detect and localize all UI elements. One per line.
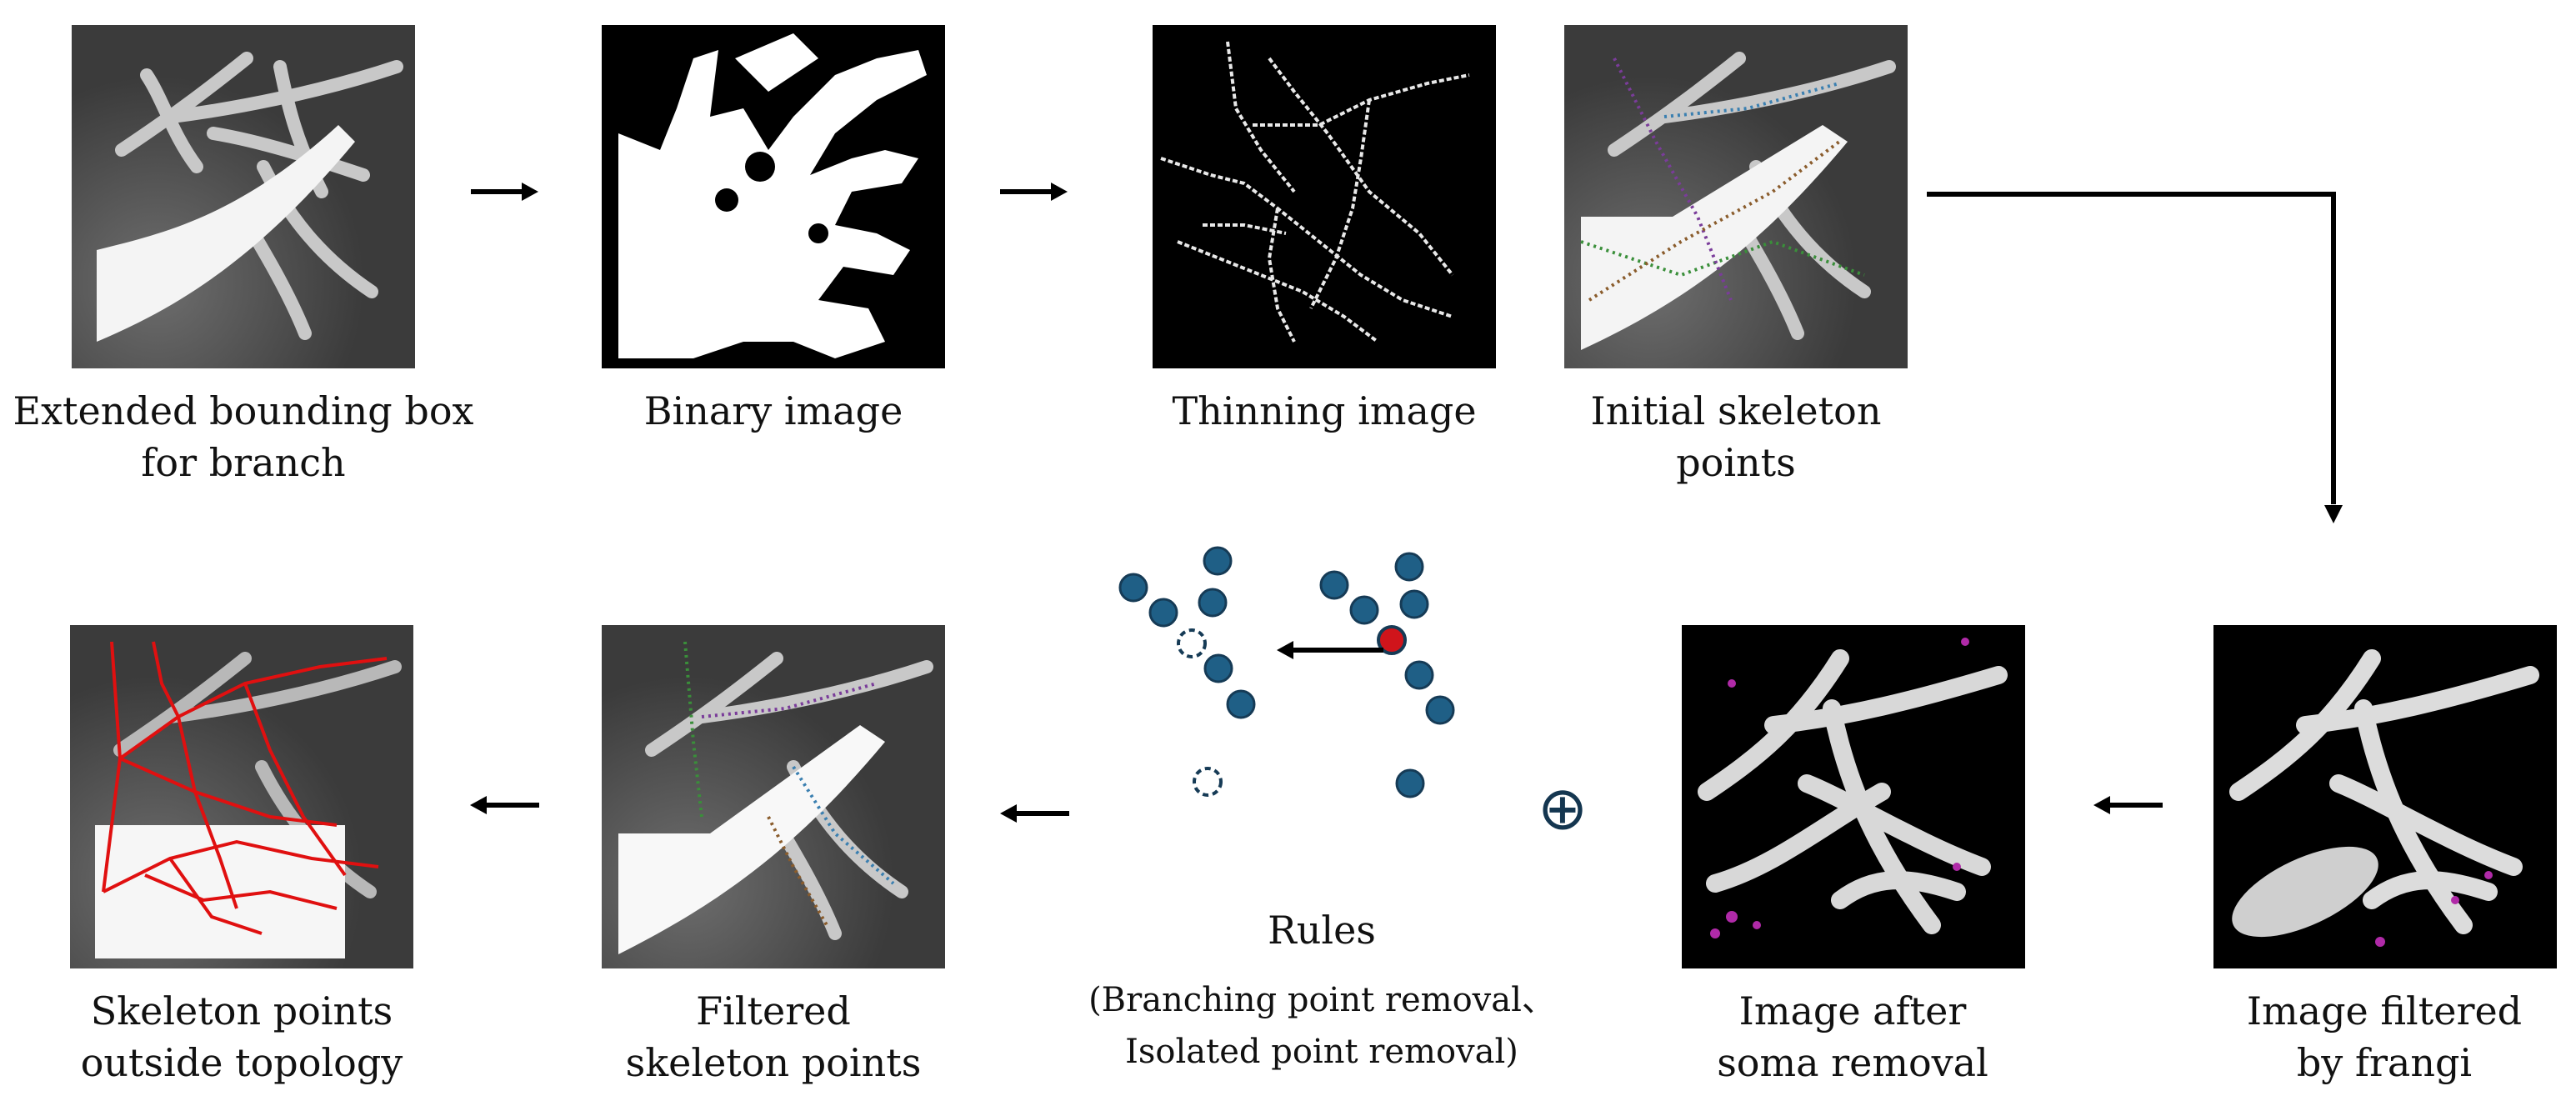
thinning-image: [1153, 25, 1496, 368]
filtered-skeleton-points-image: [602, 625, 945, 968]
skeleton-topology-lines: [102, 641, 388, 935]
binary-image: [602, 25, 945, 368]
rules-line-2: Isolated point removal): [1125, 1033, 1518, 1071]
caption-image-filtered-by-frangi: Image filtered by frangi: [2246, 988, 2523, 1085]
arrow-rules-before-to-after: [1277, 641, 1383, 659]
skeleton-points-outside-topology-image: [70, 625, 413, 968]
combine-symbol: ⊕: [1538, 773, 1588, 843]
arrow-frangi-to-soma: [2093, 796, 2163, 814]
arrow-initial-to-frangi: [1927, 192, 2343, 523]
arrow-filtered-to-outside: [470, 796, 539, 814]
caption-extended-bounding-box: Extended bounding box for branch: [13, 388, 474, 485]
caption-binary-image: Binary image: [643, 388, 903, 433]
caption-image-after-soma-removal: Image after soma removal: [1717, 988, 1988, 1085]
initial-skeleton-points-image: [1564, 25, 1908, 368]
branching-point-removed: [1377, 625, 1407, 655]
caption-initial-skeleton-points: Initial skeleton points: [1590, 388, 1882, 485]
extended-bounding-box-image: [72, 25, 415, 368]
frangi-filtered-image: [2213, 625, 2557, 968]
rules-caption: Rules (Branching point removal、 Isolated…: [1005, 904, 1638, 1078]
arrow-extended-to-binary: [471, 183, 538, 201]
rules-title: Rules: [1268, 908, 1376, 953]
arrow-binary-to-thinning: [1000, 183, 1068, 201]
caption-skeleton-points-outside-topology: Skeleton points outside topology: [80, 988, 403, 1085]
rules-before-points: [1319, 552, 1455, 798]
rules-line-1: (Branching point removal、: [1088, 981, 1555, 1019]
caption-thinning-image: Thinning image: [1172, 388, 1477, 433]
rules-after-points: [1118, 546, 1256, 719]
soma-removal-image: [1682, 625, 2025, 968]
arrow-rules-to-filtered: [1000, 804, 1069, 823]
removed-point-placeholders: [1177, 628, 1223, 797]
caption-filtered-skeleton-points: Filtered skeleton points: [625, 988, 922, 1085]
